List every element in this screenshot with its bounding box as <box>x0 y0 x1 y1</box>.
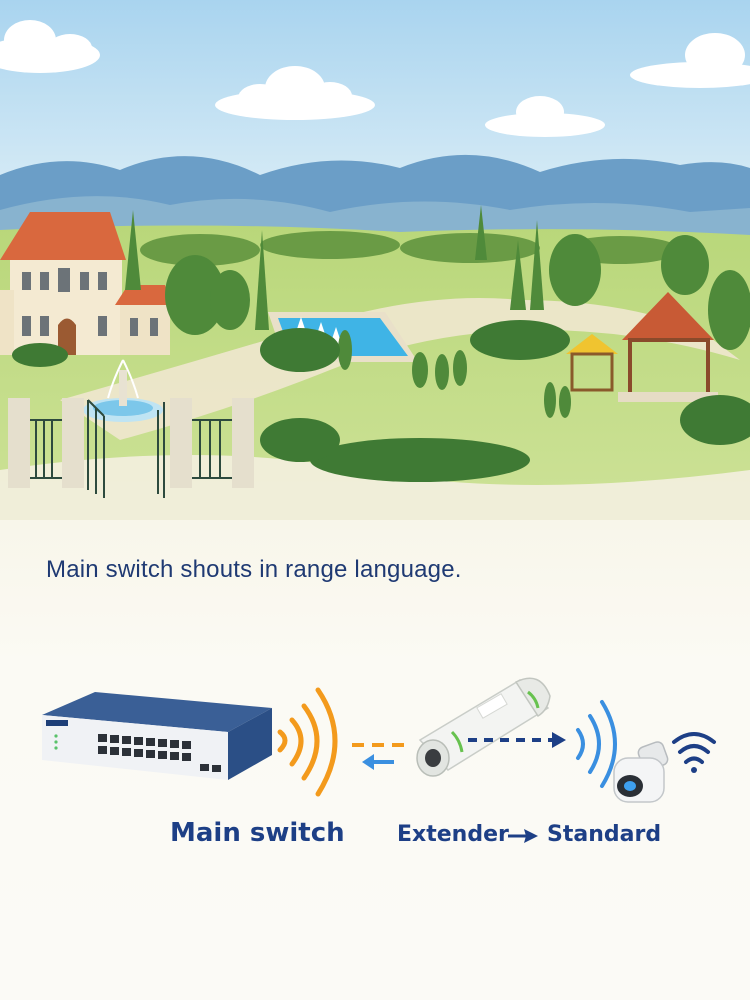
gazebo <box>566 292 718 402</box>
standard-label: Standard <box>547 822 662 847</box>
arrow-right-icon <box>508 829 538 843</box>
arrow-right-icon <box>468 732 566 748</box>
network-switch-icon <box>42 692 272 780</box>
network-diagram <box>42 677 716 803</box>
clouds <box>0 20 750 137</box>
signal-waves-icon <box>277 687 338 797</box>
extender-label: Extender <box>397 822 509 847</box>
main-switch-label: Main switch <box>170 818 345 848</box>
poe-extender-icon <box>416 677 551 777</box>
signal-waves-icon <box>576 700 617 788</box>
caption: Main switch shouts in range language. <box>46 556 462 583</box>
wifi-icon <box>672 732 716 773</box>
security-camera-icon <box>613 741 669 803</box>
estate-scene <box>0 0 750 546</box>
arrow-left-icon <box>362 754 394 770</box>
gate <box>8 398 254 498</box>
